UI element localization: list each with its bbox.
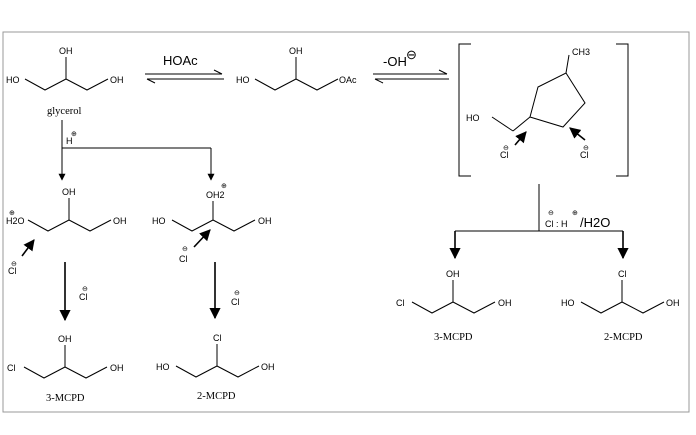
right-branch-water: /H2O [580,215,610,230]
monoacetin-oh-label: OH [289,46,303,56]
product-3mcpd-left: Cl OH OH [7,334,124,379]
monoacetin-ho-label: HO [236,75,250,85]
mcpd2-left-cl: Cl [213,333,222,343]
mcpd2-left-oh: OH [261,362,275,372]
left-arrow-cl: Cl [79,292,88,302]
protonated-secondary-oh-right: OH [258,216,272,226]
mcpd2-left-ho: HO [156,362,170,372]
mcpd3-left-oh-right: OH [110,363,124,373]
protonated-primary-cl: Cl [8,266,17,276]
mcpd3-right-caption: 3-MCPD [434,332,473,343]
protonated-secondary-cl: Cl [179,254,188,264]
middle-arrow-cl: Cl [231,297,240,307]
reagent-hoac: HOAc [163,53,198,68]
protonated-primary-oh-top: OH [62,187,76,197]
monoacetin-oac-label: OAc [339,75,357,85]
glycerol-oh-top-label: OH [59,46,73,56]
intermediate-cl-left-charge: ⊖ [503,145,509,152]
mcpd2-left-caption: 2-MCPD [197,391,236,402]
intermediate-cl-right: Cl [580,150,589,160]
equilibrium-arrow-hoac [145,69,224,84]
intermediate-ch3-label: CH3 [572,47,590,57]
product-3mcpd-right: Cl OH OH [396,269,512,314]
glycerol-caption: glycerol [47,106,81,117]
acid-h-charge: ⊕ [71,131,77,138]
intermediate-cl-left: Cl [500,150,509,160]
glycerol-oh-right-label: OH [110,75,124,85]
intermediate-cl-right-charge: ⊖ [583,145,589,152]
protonated-oh2-label: OH2 [206,190,225,200]
product-2mcpd-left: HO Cl OH [156,333,275,378]
intermediate-bracket [458,43,629,177]
hydroxide-charge: ⊖ [406,47,417,62]
right-branch-conditions: Cl : H [545,219,568,229]
figure-frame [2,31,690,413]
left-arrow-cl-charge: ⊖ [82,286,88,293]
left-branch-lines [58,120,215,181]
acid-h-label: H [66,136,73,146]
mcpd3-right-cl: Cl [396,298,405,308]
protonated-oh2-charge: ⊕ [221,183,227,190]
intermediate-structure: CH3 HO Cl ⊖ Cl ⊖ [466,47,590,160]
right-branch-cl-charge: ⊖ [548,210,554,217]
monoacetin-structure: HO OH OAc [236,46,357,91]
right-branch-lines [449,184,629,260]
protonated-primary-structure: H2O ⊕ OH OH Cl ⊖ [6,187,127,276]
mcpd2-right-cl: Cl [618,269,627,279]
mcpd3-right-oh-right: OH [498,298,512,308]
mcpd3-left-cl: Cl [7,363,16,373]
mcpd3-left-caption: 3-MCPD [46,393,85,404]
equilibrium-arrow-hydroxide [373,69,449,84]
mcpd3-right-oh-top: OH [446,269,460,279]
right-branch-h-charge: ⊕ [572,210,578,217]
protonated-h2o-charge: ⊕ [9,210,15,217]
mcpd3-left-oh-top: OH [58,334,72,344]
mcpd2-right-caption: 2-MCPD [604,332,643,343]
protonated-secondary-ho: HO [152,216,166,226]
protonated-secondary-structure: HO OH2 ⊕ OH Cl ⊖ [152,183,272,264]
protonated-primary-cl-charge: ⊖ [11,261,17,268]
mcpd2-right-oh: OH [666,298,680,308]
glycerol-structure: HO OH OH [6,46,124,91]
protonated-secondary-cl-charge: ⊖ [182,246,188,253]
mcpd2-right-ho: HO [561,298,575,308]
middle-arrow-cl-charge: ⊖ [234,290,240,297]
intermediate-ho-label: HO [466,113,480,123]
glycerol-ho-label: HO [6,75,20,85]
reagent-hydroxide: -OH [383,54,407,69]
protonated-h2o-label: H2O [6,216,25,226]
protonated-primary-oh-right: OH [113,216,127,226]
product-2mcpd-right: HO Cl OH [561,269,680,314]
